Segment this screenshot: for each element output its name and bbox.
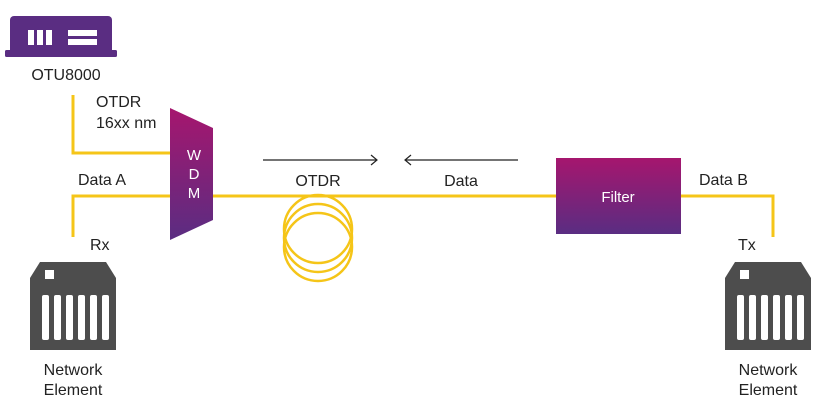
tx-label: Tx [738, 237, 756, 254]
network-element-left-label-1: Network [44, 362, 104, 379]
network-element-right-label-2: Element [739, 382, 798, 399]
fiber-filter-to-tx [681, 194, 775, 237]
otu-label: OTU8000 [31, 67, 100, 84]
wdm-letter-m: M [188, 185, 201, 202]
data-b-label: Data B [699, 172, 748, 189]
otdr-instrument-icon [5, 16, 117, 57]
otdr-port-label: OTDR [96, 94, 141, 111]
network-element-icon [30, 262, 116, 350]
left-arrow-icon [404, 154, 518, 166]
right-arrow-icon [263, 154, 378, 166]
otdr-direction-label: OTDR [295, 173, 340, 190]
filter-box: Filter [556, 158, 681, 234]
network-element-icon [725, 262, 811, 350]
fiber-lines [71, 95, 775, 237]
data-direction-label: Data [444, 173, 478, 190]
fiber-spool-icon [282, 193, 354, 283]
wdm-letter-d: D [189, 166, 200, 183]
network-element-right-label-1: Network [739, 362, 799, 379]
wavelength-label: 16xx nm [96, 115, 156, 132]
fiber-otu-to-wdm [71, 95, 170, 155]
filter-label: Filter [601, 189, 634, 206]
network-element-left-label-2: Element [44, 382, 103, 399]
direction-arrows [263, 154, 518, 166]
fiber-rx-to-wdm [71, 194, 170, 237]
rx-label: Rx [90, 237, 110, 254]
wdm-letter-w: W [187, 147, 202, 164]
wdm-coupler: W D M [170, 108, 213, 240]
data-a-label: Data A [78, 172, 126, 189]
